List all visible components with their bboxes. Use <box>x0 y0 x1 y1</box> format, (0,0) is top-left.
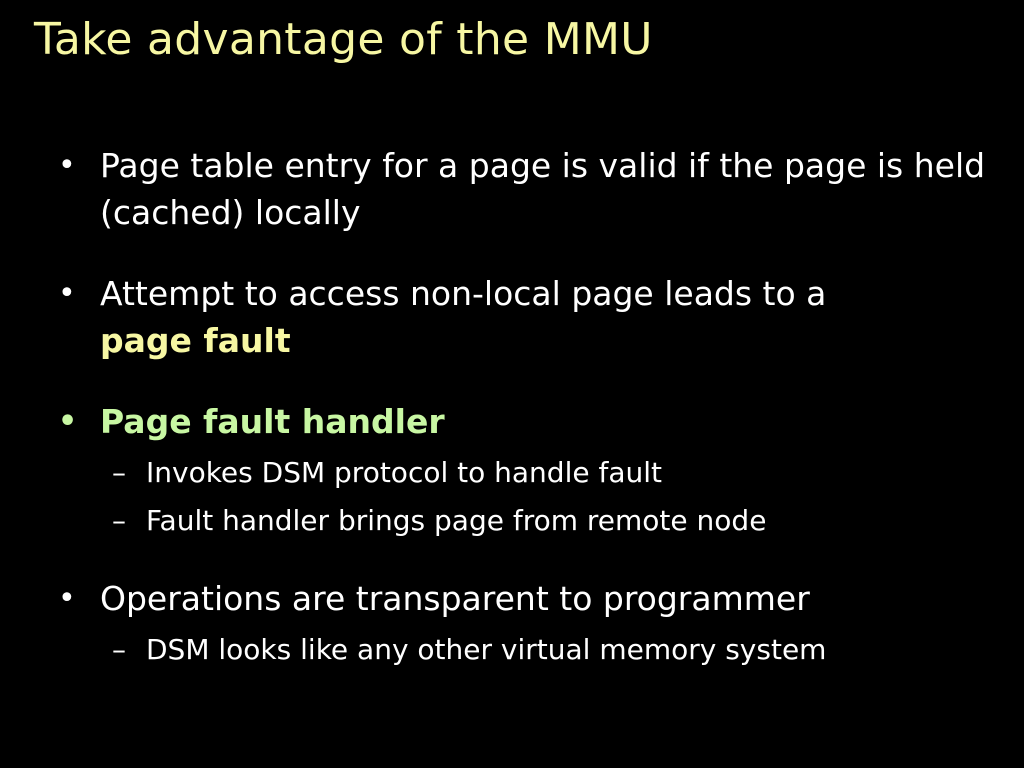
bullet-item: • Page fault handler – Invokes DSM proto… <box>58 398 988 545</box>
sub-glyph: – <box>112 504 126 537</box>
sub-glyph: – <box>112 633 126 666</box>
sub-item: – DSM looks like any other virtual memor… <box>100 626 988 674</box>
sub-text: Invokes DSM protocol to handle fault <box>146 456 663 489</box>
bullet-glyph: • <box>58 581 76 616</box>
sub-item: – Invokes DSM protocol to handle fault <box>100 449 988 497</box>
bullet-text: Page table entry for a page is valid if … <box>100 146 986 232</box>
sub-item: – Fault handler brings page from remote … <box>100 497 988 545</box>
slide-title: Take advantage of the MMU <box>34 14 653 65</box>
sub-text: DSM looks like any other virtual memory … <box>146 633 827 666</box>
sub-glyph: – <box>112 456 126 489</box>
bullet-item: • Operations are transparent to programm… <box>58 575 988 674</box>
bullet-glyph: • <box>58 276 76 311</box>
sub-list: – DSM looks like any other virtual memor… <box>100 626 988 674</box>
bullet-glyph: • <box>58 148 76 183</box>
bullet-highlight: page fault <box>100 321 291 360</box>
sub-text: Fault handler brings page from remote no… <box>146 504 767 537</box>
bullet-list: • Page table entry for a page is valid i… <box>58 142 988 708</box>
bullet-item: • Page table entry for a page is valid i… <box>58 142 988 236</box>
sub-list: – Invokes DSM protocol to handle fault –… <box>100 449 988 545</box>
bullet-glyph: • <box>58 404 78 439</box>
bullet-item: • Attempt to access non-local page leads… <box>58 270 988 364</box>
bullet-highlight: Page fault handler <box>100 402 445 441</box>
bullet-text: Attempt to access non-local page leads t… <box>100 274 827 313</box>
bullet-text: Operations are transparent to programmer <box>100 579 810 618</box>
